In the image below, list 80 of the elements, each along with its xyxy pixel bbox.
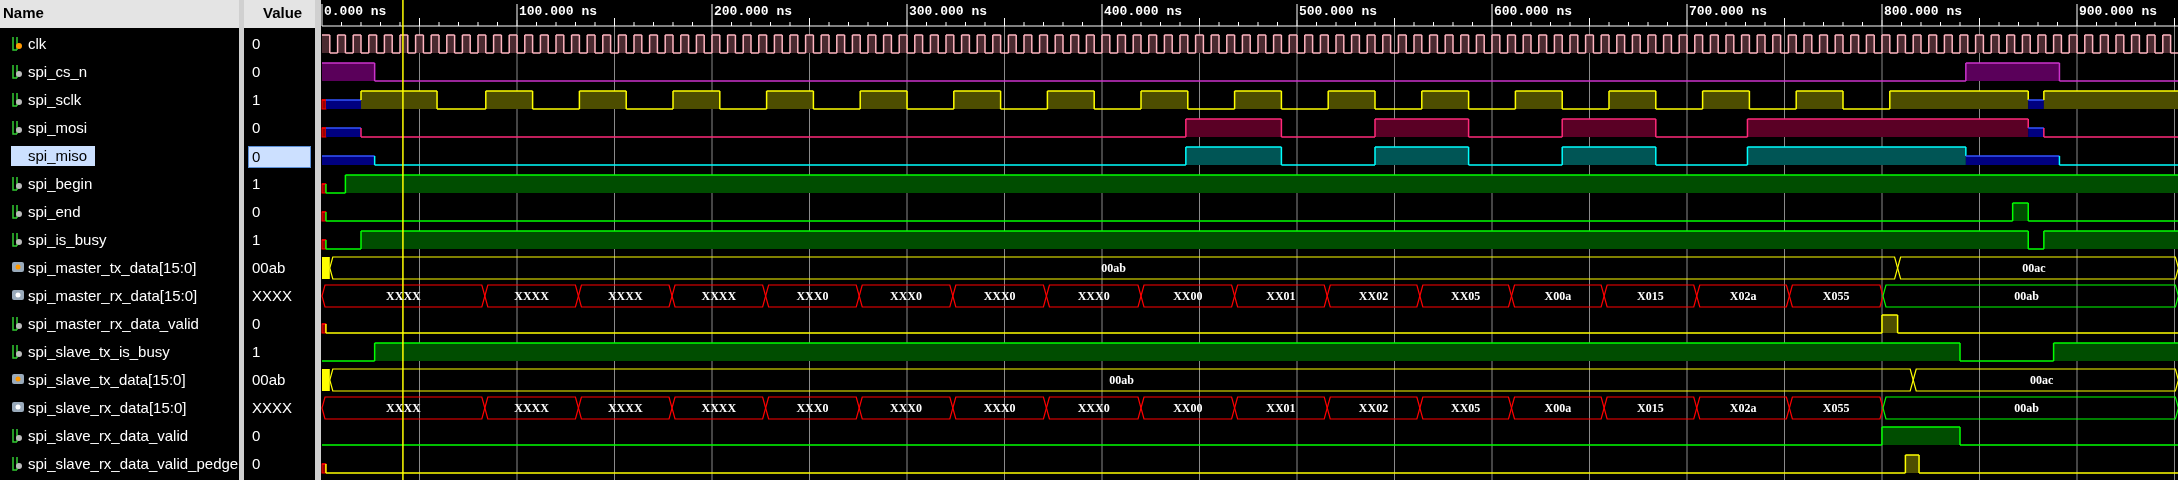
bus-value: XXX0 [983, 289, 1016, 303]
signal-value: 00ab [252, 370, 286, 390]
signal-name: spi_master_rx_data_valid [28, 314, 199, 334]
column-header: Name [3, 3, 44, 23]
signal-name: spi_cs_n [28, 62, 88, 82]
bus-value: X00a [1544, 401, 1572, 415]
signal-value: 00ab [252, 258, 286, 278]
bus-value: 00ab [1101, 261, 1127, 275]
signal-name: spi_sclk [28, 90, 82, 110]
signal-value: XXXX [252, 286, 293, 306]
time-label: 100.000 ns [519, 5, 597, 19]
bus-value: X02a [1729, 401, 1757, 415]
signal-value: 0 [248, 146, 311, 168]
time-label: 800.000 ns [1884, 5, 1962, 19]
bus-value: XX01 [1266, 289, 1296, 303]
signal-name: spi_master_tx_data[15:0] [28, 258, 197, 278]
bus-value: XX05 [1451, 289, 1481, 303]
bus-value: XXX0 [1077, 289, 1110, 303]
signal-name: spi_end [28, 202, 81, 222]
bus-value: XX00 [1173, 289, 1203, 303]
time-label: 0.000 ns [324, 5, 387, 19]
signal-value: 0 [252, 426, 261, 446]
signal-value: 1 [252, 230, 261, 250]
bus-value: XXXX [701, 401, 737, 415]
bus-value: XXX0 [796, 289, 829, 303]
signal-name: spi_slave_tx_data[15:0] [28, 370, 186, 390]
bus-value: XXX0 [890, 401, 922, 415]
signal-name: spi_master_rx_data[15:0] [28, 286, 198, 306]
time-label: 600.000 ns [1494, 5, 1572, 19]
signal-value: XXXX [252, 398, 293, 418]
time-label: 200.000 ns [714, 5, 792, 19]
bus-value: 00ab [1109, 373, 1134, 387]
signal-value: 0 [252, 454, 261, 474]
signal-name: spi_miso [11, 146, 96, 166]
bus-value: 00ac [2022, 261, 2046, 275]
signal-value: 0 [252, 34, 261, 54]
signal-name: spi_slave_rx_data[15:0] [28, 398, 187, 418]
time-label: 300.000 ns [909, 5, 987, 19]
signal-name: spi_slave_rx_data_valid [28, 426, 189, 446]
bus-value: X02a [1729, 289, 1757, 303]
bus-value: X015 [1637, 289, 1664, 303]
signal-name: spi_mosi [28, 118, 88, 138]
bus-value: 00ab [2014, 401, 2039, 415]
bus-value: XX00 [1173, 401, 1203, 415]
signal-value: 1 [252, 174, 261, 194]
time-label: 500.000 ns [1299, 5, 1377, 19]
time-label: 900.000 ns [2079, 5, 2157, 19]
bus-value: X055 [1822, 289, 1850, 303]
bus-value: XX02 [1358, 401, 1389, 415]
signal-value: 1 [252, 342, 261, 362]
bus-value: X055 [1822, 401, 1850, 415]
bus-value: X00a [1544, 289, 1572, 303]
bus-value: XX05 [1451, 401, 1481, 415]
signal-value: 0 [252, 314, 261, 334]
signal-name: spi_begin [28, 174, 93, 194]
column-header: Value [263, 3, 303, 23]
bus-value: 00ab [2014, 289, 2039, 303]
signal-value: 0 [252, 118, 261, 138]
signal-value: 0 [252, 62, 261, 82]
signal-value: 0 [252, 202, 261, 222]
bus-value: XXX0 [1077, 401, 1110, 415]
signal-name: spi_is_busy [28, 230, 107, 250]
bus-value: XXX0 [890, 289, 922, 303]
time-label: 700.000 ns [1689, 5, 1767, 19]
signal-name: spi_slave_tx_is_busy [28, 342, 170, 362]
time-label: 400.000 ns [1104, 5, 1182, 19]
bus-value: X015 [1637, 401, 1664, 415]
signal-value: 1 [252, 90, 261, 110]
bus-value: XXXX [701, 289, 737, 303]
signal-name: clk [28, 34, 47, 54]
bus-value: XXXX [607, 401, 643, 415]
bus-value: XXXX [514, 289, 549, 303]
bus-value: XXXX [607, 289, 643, 303]
bus-value: XX02 [1358, 289, 1389, 303]
bus-value: XXXX [514, 401, 549, 415]
bus-value: 00ac [2029, 373, 2054, 387]
signal-name: spi_slave_rx_data_valid_pedge [28, 454, 239, 474]
bus-value: XXX0 [983, 401, 1016, 415]
bus-value: XXX0 [796, 401, 829, 415]
bus-value: XX01 [1266, 401, 1296, 415]
